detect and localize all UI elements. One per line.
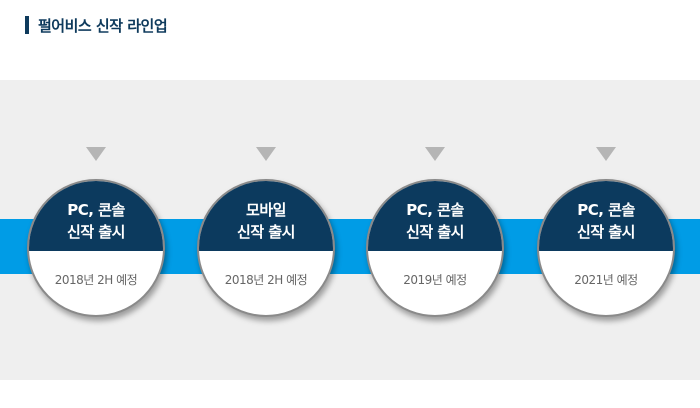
title-accent-bar	[25, 16, 29, 34]
milestone-date: 2019년 예정	[403, 273, 467, 287]
down-arrow-icon	[596, 147, 616, 161]
milestone-line2: 신작 출시	[237, 223, 295, 241]
milestone-header: PC, 콘솔 신작 출시	[539, 181, 673, 251]
timeline-milestone: 모바일 신작 출시 2018년 2H 예정	[197, 179, 335, 317]
milestone-header: PC, 콘솔 신작 출시	[368, 181, 502, 251]
timeline-milestone: PC, 콘솔 신작 출시 2018년 2H 예정	[27, 179, 165, 317]
milestone-line1: 모바일	[246, 201, 286, 219]
milestone-line1: PC, 콘솔	[67, 201, 125, 219]
milestone-line1: PC, 콘솔	[406, 201, 464, 219]
timeline-milestone: PC, 콘솔 신작 출시 2021년 예정	[537, 179, 675, 317]
milestone-date: 2018년 2H 예정	[54, 273, 138, 287]
page-title-text: 펄어비스 신작 라인업	[38, 16, 168, 35]
milestone-date: 2018년 2H 예정	[224, 273, 308, 287]
timeline-milestone: PC, 콘솔 신작 출시 2019년 예정	[366, 179, 504, 317]
page-title: 펄어비스 신작 라인업	[25, 14, 168, 36]
milestone-header: 모바일 신작 출시	[199, 181, 333, 251]
milestone-date: 2021년 예정	[574, 273, 638, 287]
down-arrow-icon	[256, 147, 276, 161]
milestone-line1: PC, 콘솔	[577, 201, 635, 219]
down-arrow-icon	[425, 147, 445, 161]
milestone-header: PC, 콘솔 신작 출시	[29, 181, 163, 251]
down-arrow-icon	[86, 147, 106, 161]
milestone-line2: 신작 출시	[577, 223, 635, 241]
milestone-line2: 신작 출시	[406, 223, 464, 241]
milestone-line2: 신작 출시	[67, 223, 125, 241]
